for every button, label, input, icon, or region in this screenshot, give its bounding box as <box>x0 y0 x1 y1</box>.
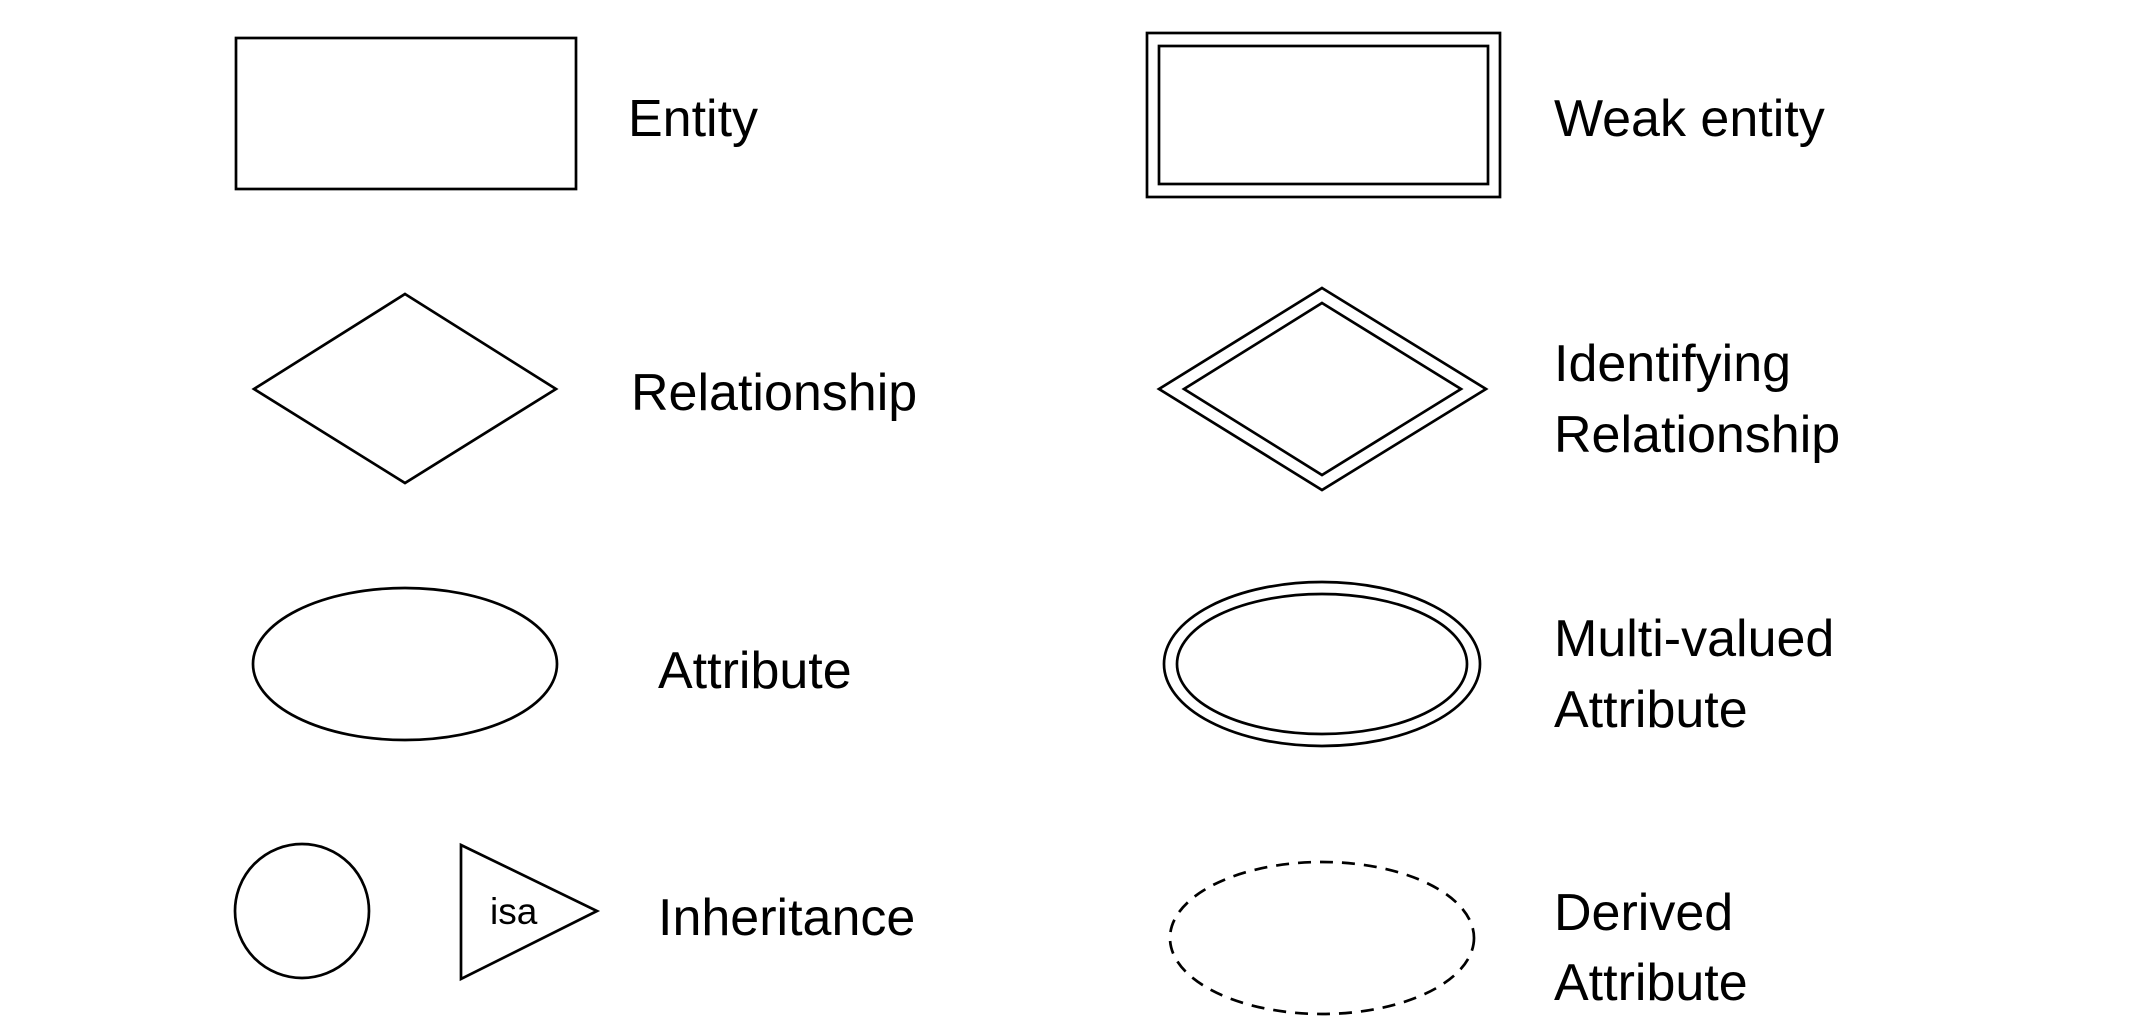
attribute-shape <box>251 586 559 742</box>
inheritance-circle-shape <box>233 842 371 980</box>
weak-entity-inner-shape <box>1157 44 1490 186</box>
entity-item: Entity <box>234 36 758 191</box>
multi-valued-attribute-label-line-2: Attribute <box>1554 681 1748 739</box>
relationship-shape <box>251 292 559 485</box>
identifying-relationship-label-line-2: Relationship <box>1554 406 1840 464</box>
inheritance-triangle-label: isa <box>490 891 538 932</box>
entity-shape <box>234 36 578 191</box>
relationship-item: Relationship <box>251 292 917 485</box>
inheritance-label: Inheritance <box>658 889 915 947</box>
multi-valued-attribute-label: Multi-valued Attribute <box>1554 610 1849 739</box>
derived-attribute-item: Derived Attribute <box>1168 860 1748 1016</box>
derived-attribute-label-line-2: Attribute <box>1554 954 1748 1012</box>
inheritance-triangle-shape <box>459 842 601 982</box>
relationship-label: Relationship <box>631 364 917 422</box>
multi-valued-attribute-item: Multi-valued Attribute <box>1162 580 1849 748</box>
attribute-item: Attribute <box>251 586 852 742</box>
identifying-relationship-label: Identifying Relationship <box>1554 335 1840 464</box>
attribute-label: Attribute <box>658 642 852 700</box>
weak-entity-outer-shape <box>1145 31 1502 199</box>
identifying-relationship-label-line-1: Identifying <box>1554 335 1791 393</box>
identifying-relationship-outer-shape <box>1156 286 1489 492</box>
multi-valued-attribute-label-line-1: Multi-valued <box>1554 610 1834 668</box>
identifying-relationship-item: Identifying Relationship <box>1156 286 1840 492</box>
inheritance-item: isa Inheritance <box>233 842 915 982</box>
multi-valued-attribute-inner-shape <box>1175 592 1469 736</box>
weak-entity-item: Weak entity <box>1145 31 1825 199</box>
derived-attribute-label-line-1: Derived <box>1554 884 1733 942</box>
multi-valued-attribute-outer-shape <box>1162 580 1482 748</box>
derived-attribute-shape <box>1168 860 1476 1016</box>
derived-attribute-label: Derived Attribute <box>1554 884 1748 1012</box>
weak-entity-label: Weak entity <box>1554 90 1825 148</box>
identifying-relationship-inner-shape <box>1181 301 1464 477</box>
entity-label: Entity <box>628 90 758 148</box>
